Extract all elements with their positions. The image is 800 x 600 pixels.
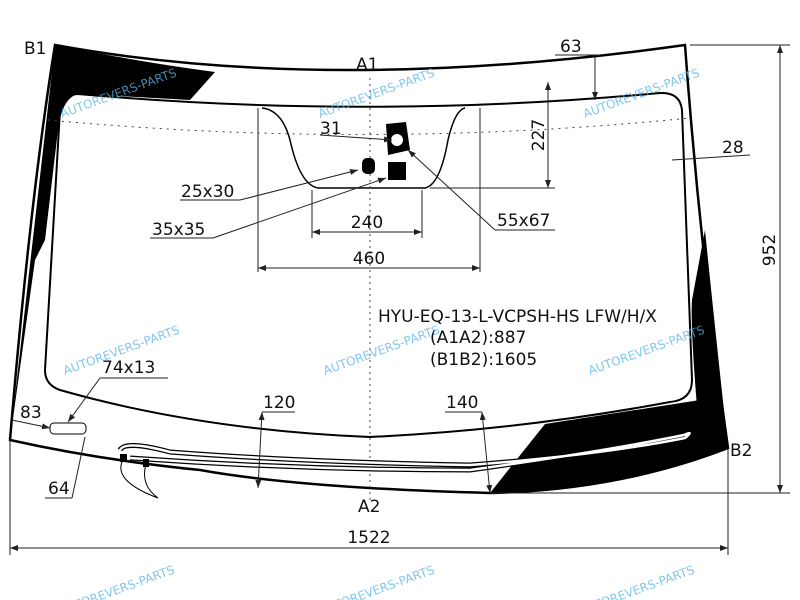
part-code: HYU-EQ-13-L-VCPSH-HS LFW/H/X (378, 307, 657, 327)
dim-sensor-inner-width: 240 (351, 213, 383, 233)
dim-bottom-left: 120 (263, 393, 295, 413)
point-a2: A2 (358, 497, 380, 517)
dim-bottom-right: 140 (446, 393, 478, 413)
point-b2: B2 (730, 441, 752, 461)
dim-bracket-small: 25x30 (181, 182, 234, 202)
glass-outline (8, 43, 730, 495)
dimension-lines (9, 44, 790, 555)
dim-mirror-mount: 31 (320, 119, 342, 139)
frit-top-left (10, 45, 215, 440)
bracket-small (362, 158, 375, 174)
dim-width: 1522 (347, 528, 390, 548)
watermarks: AUTOREVERS-PARTS AUTOREVERS-PARTS AUTORE… (56, 66, 706, 600)
b1b2-length: (B1B2):1605 (430, 350, 537, 370)
svg-text:AUTOREVERS-PARTS: AUTOREVERS-PARTS (56, 563, 176, 600)
dim-sensor-height: 227 (529, 119, 549, 151)
vin-window (49, 422, 87, 435)
svg-text:AUTOREVERS-PARTS: AUTOREVERS-PARTS (581, 66, 701, 121)
svg-text:AUTOREVERS-PARTS: AUTOREVERS-PARTS (576, 563, 696, 600)
svg-text:AUTOREVERS-PARTS: AUTOREVERS-PARTS (586, 323, 706, 378)
dim-side-band: 28 (722, 138, 744, 158)
dim-bracket-large: 35x35 (152, 220, 205, 240)
point-a1: A1 (356, 55, 378, 75)
heating-wires (117, 430, 693, 499)
dim-sensor-pad: 55x67 (497, 211, 550, 231)
dim-top-band: 63 (560, 37, 582, 57)
visible-area-outline (43, 91, 694, 439)
dim-vin-window: 74x13 (102, 358, 155, 378)
svg-text:AUTOREVERS-PARTS: AUTOREVERS-PARTS (316, 563, 436, 600)
sensor-area-outline (261, 107, 466, 189)
bracket-large (388, 162, 406, 180)
frit-right (691, 230, 728, 448)
dim-height: 952 (760, 234, 780, 266)
dotted-band-line (47, 117, 691, 135)
dim-vin-offset-x: 83 (20, 403, 42, 423)
a1a2-length: (A1A2):887 (430, 328, 526, 348)
svg-text:AUTOREVERS-PARTS: AUTOREVERS-PARTS (321, 323, 441, 378)
dim-vin-offset-y: 64 (48, 479, 70, 499)
dim-sensor-outer-width: 460 (353, 249, 385, 269)
point-b1: B1 (24, 39, 46, 59)
